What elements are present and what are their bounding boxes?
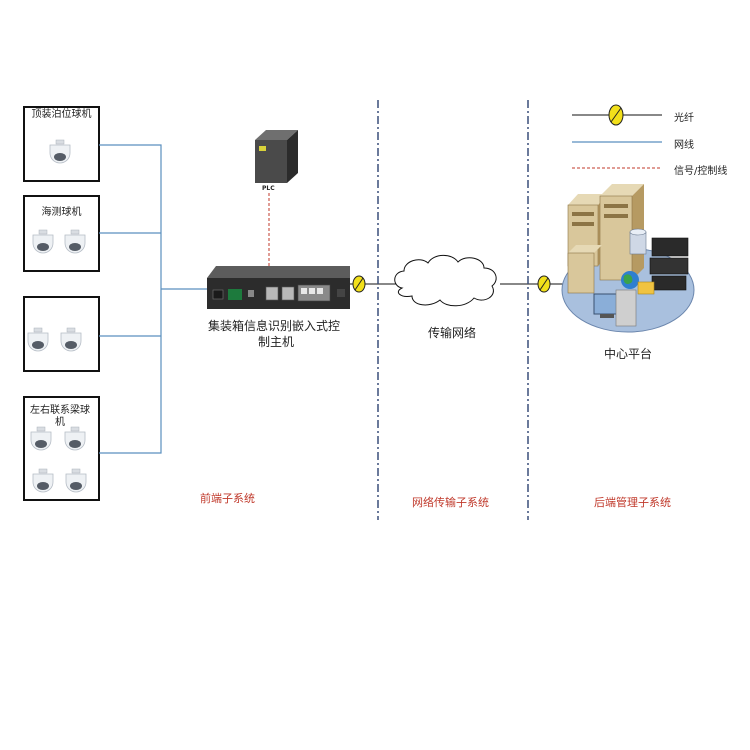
camera-group-title-4: 左右联系梁球机 bbox=[30, 405, 90, 428]
net-lines-cameras bbox=[99, 144, 207, 454]
subsystem-front-label: 前端子系统 bbox=[200, 492, 255, 505]
legend-net-line-label: 网线 bbox=[674, 140, 694, 151]
controller-label-line1: 集装箱信息识别嵌入式控 bbox=[208, 319, 341, 333]
legend-fiber-symbol bbox=[572, 104, 662, 126]
plc-icon bbox=[255, 130, 298, 183]
legend-fiber-label: 光纤 bbox=[674, 113, 694, 124]
dome-camera-icon bbox=[27, 327, 49, 352]
dome-camera-icon bbox=[64, 426, 86, 451]
legend-signal-line-label: 信号/控制线 bbox=[674, 166, 728, 177]
cloud-icon bbox=[394, 254, 497, 307]
center-platform-icon bbox=[561, 184, 695, 333]
dome-camera-icon bbox=[32, 468, 54, 493]
camera-group-title-2: 海测球机 bbox=[41, 207, 82, 218]
dome-camera-icon bbox=[65, 468, 87, 493]
dome-camera-icon bbox=[32, 229, 54, 254]
dome-camera-icon bbox=[60, 327, 82, 352]
camera-group-title-1: 顶装泊位球机 bbox=[31, 109, 92, 120]
dome-camera-icon bbox=[49, 139, 71, 164]
controller-label-line2: 制主机 bbox=[258, 335, 295, 349]
plc-label: PLC bbox=[262, 185, 275, 192]
subsystem-back-label: 后端管理子系统 bbox=[594, 496, 671, 509]
subsystem-network-label: 网络传输子系统 bbox=[412, 496, 489, 509]
controller-device-icon bbox=[207, 266, 350, 309]
platform-label: 中心平台 bbox=[604, 347, 653, 361]
dome-cameras bbox=[27, 139, 87, 493]
camera-box-sea-side bbox=[23, 195, 100, 272]
dome-camera-icon bbox=[64, 229, 86, 254]
dome-camera-icon bbox=[30, 426, 52, 451]
network-label: 传输网络 bbox=[428, 326, 477, 340]
fiber-node-right-icon bbox=[537, 275, 551, 293]
fiber-node-left-icon bbox=[352, 275, 366, 293]
